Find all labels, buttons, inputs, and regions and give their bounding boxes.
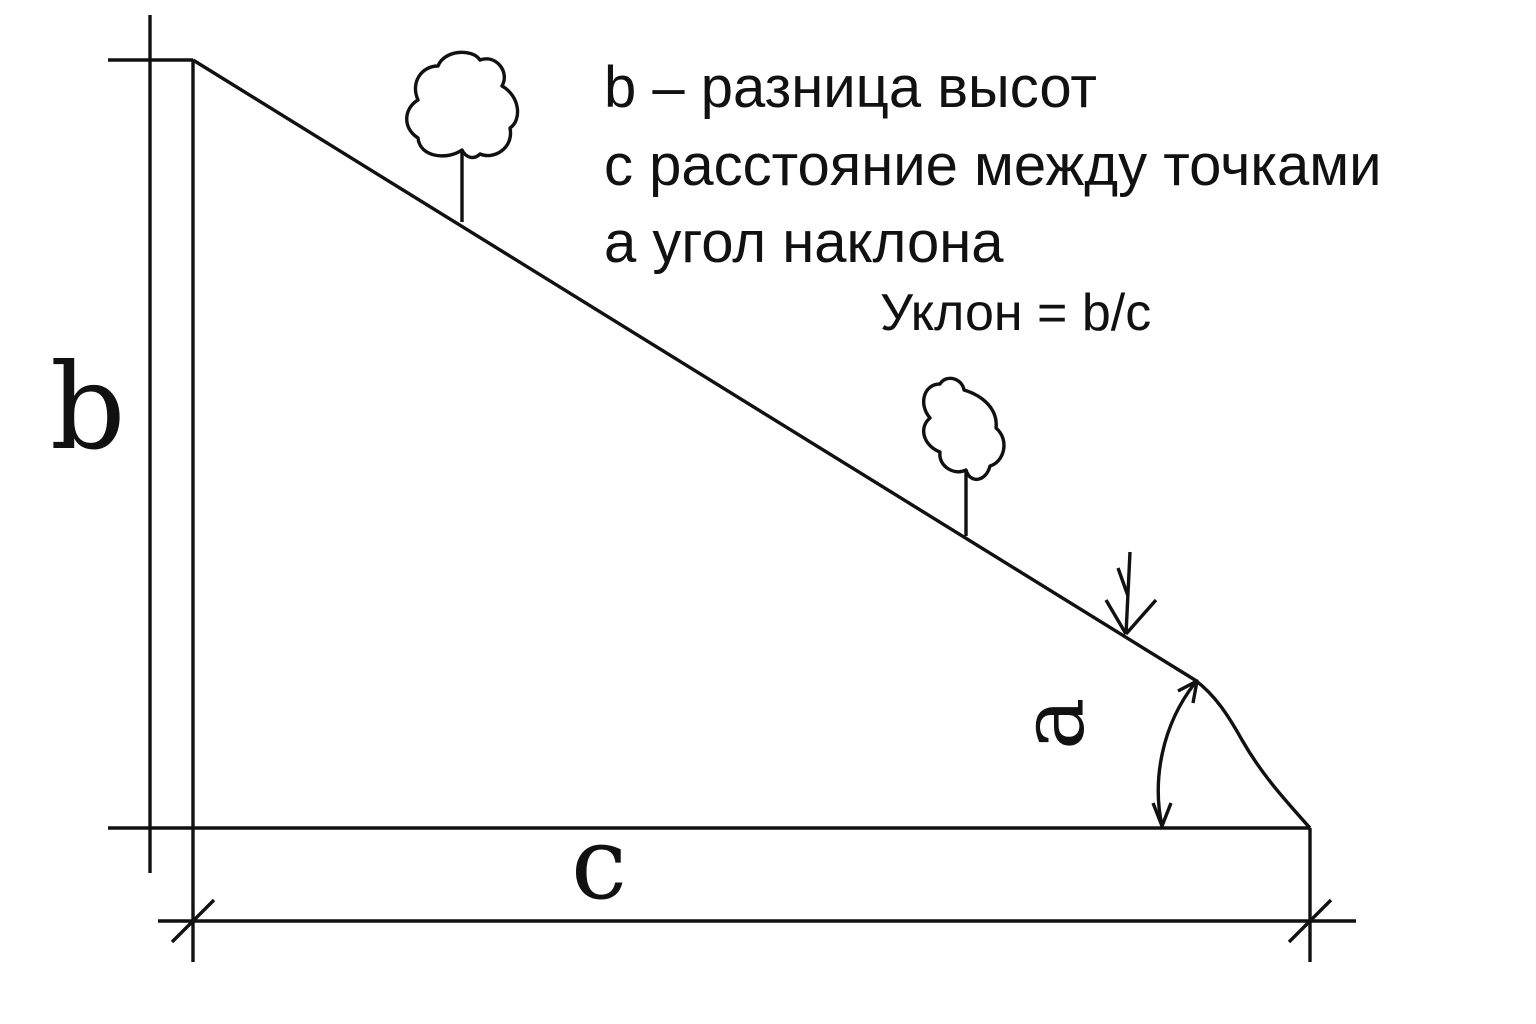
slope-hypotenuse	[192, 58, 1312, 830]
side-c-label: c	[571, 805, 627, 922]
tree-icon	[921, 376, 1006, 536]
side-b-label: b	[50, 338, 126, 476]
dimension-c-left-tick	[170, 898, 216, 944]
legend: b – разница высот c расстояние между точ…	[604, 55, 1382, 342]
grass-icon	[1104, 551, 1158, 636]
legend-line-a: a угол наклона	[604, 210, 1004, 275]
slope-formula: Уклон = b/c	[880, 284, 1151, 342]
angle-arc-arrow-icon	[1151, 679, 1199, 828]
angle-a-label: a	[1001, 698, 1104, 750]
legend-line-b: b – разница высот	[604, 55, 1097, 120]
tree-icon	[405, 50, 520, 222]
dimension-c	[158, 828, 1356, 962]
dimension-c-right-tick	[1287, 898, 1333, 944]
slope-triangle	[108, 58, 1312, 830]
legend-line-c: c расстояние между точками	[604, 133, 1382, 198]
